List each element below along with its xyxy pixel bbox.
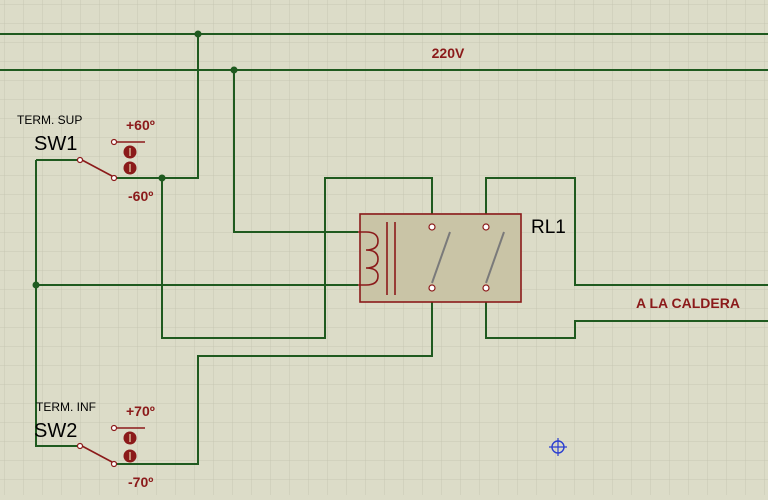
relay-pin bbox=[482, 284, 490, 292]
relay-label: RL1 bbox=[531, 217, 566, 238]
caldera-label: A LA CALDERA bbox=[636, 295, 740, 311]
voltage-label: 220V bbox=[432, 45, 465, 61]
junction-dot bbox=[32, 281, 40, 289]
relay-contact-arm bbox=[431, 231, 451, 284]
wire-rail-to-coil[interactable] bbox=[233, 70, 358, 233]
relay-contact-arm bbox=[485, 231, 505, 284]
crosshair-icon bbox=[549, 438, 567, 456]
sw2-name: SW2 bbox=[34, 420, 77, 442]
relay-pin bbox=[428, 284, 436, 292]
wire-to-relay-contact1-top[interactable] bbox=[161, 177, 433, 339]
wire-caldera-bottom[interactable] bbox=[485, 288, 768, 339]
relay-pin bbox=[428, 223, 436, 231]
switch-pin bbox=[76, 442, 84, 450]
junction-dot bbox=[230, 66, 238, 74]
switch-pin bbox=[110, 460, 118, 468]
switch-pin bbox=[110, 424, 118, 432]
wire-sw2-to-contact1[interactable] bbox=[114, 288, 433, 465]
relay-coil bbox=[358, 231, 379, 286]
sw2-high-temp: +70º bbox=[126, 403, 155, 419]
wire-left-bus[interactable] bbox=[35, 160, 80, 447]
thermostat-sw2[interactable] bbox=[76, 424, 146, 468]
wire-caldera-top[interactable] bbox=[485, 177, 768, 286]
switch-pin bbox=[110, 174, 118, 182]
sw1-title: TERM. SUP bbox=[17, 113, 82, 127]
sw1-name: SW1 bbox=[34, 133, 77, 155]
switch-pin bbox=[110, 138, 118, 146]
thermostat-sw1[interactable] bbox=[76, 138, 146, 182]
switch-pin bbox=[76, 156, 84, 164]
sw2-low-temp: -70º bbox=[128, 474, 153, 490]
sw2-title: TERM. INF bbox=[36, 400, 96, 414]
switch-blade bbox=[81, 445, 113, 463]
sw1-high-temp: +60º bbox=[126, 117, 155, 133]
sw1-low-temp: -60º bbox=[128, 188, 153, 204]
junction-dot bbox=[158, 174, 166, 182]
relay-pin bbox=[482, 223, 490, 231]
switch-blade bbox=[81, 159, 113, 177]
junction-dot bbox=[194, 30, 202, 38]
relay-rl1[interactable] bbox=[358, 213, 522, 303]
